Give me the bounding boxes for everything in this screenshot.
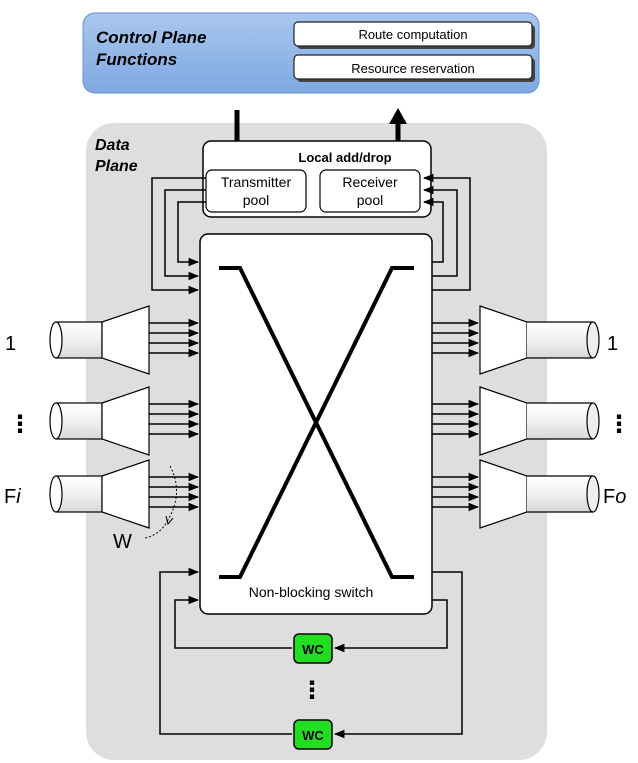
- output-label-last-suffix: o: [615, 486, 626, 508]
- wavelength-indicator: W: [113, 465, 177, 553]
- wavelength-converter-2: WC: [293, 719, 333, 750]
- input-fiber-middle: ⋮: [8, 386, 200, 456]
- input-demux-middle: [101, 386, 150, 456]
- input-fibers: 1 ⋮ Fi: [4, 305, 200, 553]
- add-path-connections: [151, 177, 206, 295]
- resource-reservation-label: Resource reservation: [351, 61, 475, 76]
- output-fibers: 1 ⋮: [432, 305, 631, 529]
- data-plane-title-line2: Plane: [95, 158, 138, 175]
- resource-reservation-box: [293, 54, 533, 80]
- input-label-last-prefix: F: [4, 486, 16, 508]
- control-plane-panel: Control Plane Functions Route computatio…: [82, 12, 540, 94]
- local-add-drop-title: Local add/drop: [298, 150, 391, 165]
- input-demux-1: [101, 305, 150, 375]
- input-demux-last: [101, 459, 150, 529]
- input-label-last: Fi: [4, 486, 21, 508]
- local-add-drop-block: Local add/drop Transmitter pool Receiver…: [202, 140, 432, 218]
- route-computation-box: [293, 21, 533, 47]
- transmitter-pool-line2: pool: [243, 192, 269, 208]
- control-plane-title-line2: Functions: [96, 50, 177, 69]
- output-label-last: Fo: [603, 486, 626, 508]
- output-fiber-1: 1: [432, 305, 618, 375]
- wc-label-1: WC: [302, 642, 324, 657]
- receiver-pool-line2: pool: [357, 192, 383, 208]
- input-label-1: 1: [5, 333, 16, 355]
- wavelength-converter-1: WC: [293, 633, 333, 664]
- control-plane-title-line1: Control Plane: [96, 28, 207, 47]
- drop-path-connections: [422, 173, 471, 291]
- input-label-last-suffix: i: [16, 486, 21, 508]
- non-blocking-switch: Non-blocking switch: [199, 233, 433, 615]
- output-label-1: 1: [607, 333, 618, 355]
- input-fiber-last: Fi: [4, 459, 200, 529]
- transmitter-pool-box: [205, 169, 307, 213]
- output-label-last-prefix: F: [603, 486, 615, 508]
- output-fiber-middle: ⋮: [432, 386, 631, 456]
- input-label-ellipsis: ⋮: [8, 411, 32, 438]
- input-fiber-1: 1: [5, 305, 200, 375]
- receiver-pool-box: [319, 169, 421, 213]
- output-label-ellipsis: ⋮: [607, 411, 631, 438]
- route-computation-label: Route computation: [358, 27, 467, 42]
- data-plane-title-line1: Data: [95, 137, 130, 154]
- wavelength-converter-loops: [159, 567, 463, 739]
- receiver-pool-line1: Receiver: [342, 174, 398, 190]
- transmitter-pool-line1: Transmitter: [221, 174, 292, 190]
- switch-label: Non-blocking switch: [249, 584, 374, 600]
- wc-label-2: WC: [302, 728, 324, 743]
- wc-ellipsis: ⋮: [300, 677, 324, 704]
- wavelength-label: W: [113, 531, 132, 553]
- output-fiber-last: Fo: [432, 459, 626, 529]
